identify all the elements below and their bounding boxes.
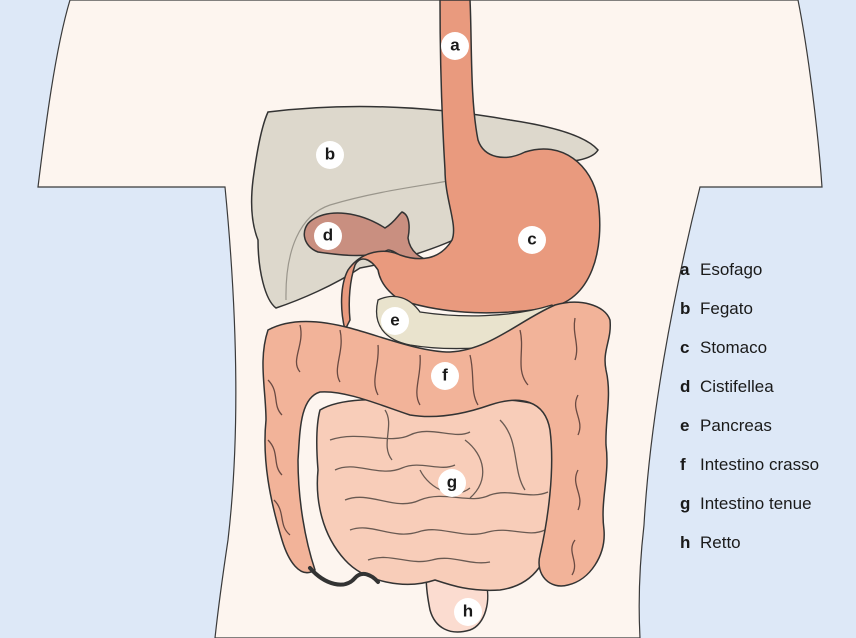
marker-letter: d <box>323 226 333 245</box>
legend-letter: e <box>680 414 700 437</box>
marker-letter: h <box>463 602 473 621</box>
legend-letter: a <box>680 258 700 281</box>
legend-letter: d <box>680 375 700 398</box>
legend-text: Cistifellea <box>700 375 850 398</box>
marker-e: e <box>381 307 409 335</box>
marker-letter: b <box>325 145 335 164</box>
legend-text: Intestino tenue <box>700 492 850 515</box>
legend-text: Intestino crasso <box>700 453 850 476</box>
legend-text: Stomaco <box>700 336 850 359</box>
marker-b: b <box>316 141 344 169</box>
legend-text: Retto <box>700 531 850 554</box>
legend-text: Esofago <box>700 258 850 281</box>
legend-letter: g <box>680 492 700 515</box>
legend-letter: f <box>680 453 700 476</box>
legend-text: Pancreas <box>700 414 850 437</box>
marker-letter: c <box>527 230 536 249</box>
legend-letter: h <box>680 531 700 554</box>
marker-letter: g <box>447 473 457 492</box>
marker-c: c <box>518 226 546 254</box>
marker-letter: e <box>390 311 399 330</box>
legend-text: Fegato <box>700 297 850 320</box>
marker-g: g <box>438 469 466 497</box>
marker-letter: a <box>450 36 460 55</box>
marker-f: f <box>431 362 459 390</box>
marker-a: a <box>441 32 469 60</box>
marker-d: d <box>314 222 342 250</box>
marker-letter: f <box>442 366 448 385</box>
legend-letter: b <box>680 297 700 320</box>
legend-letter: c <box>680 336 700 359</box>
marker-h: h <box>454 598 482 626</box>
